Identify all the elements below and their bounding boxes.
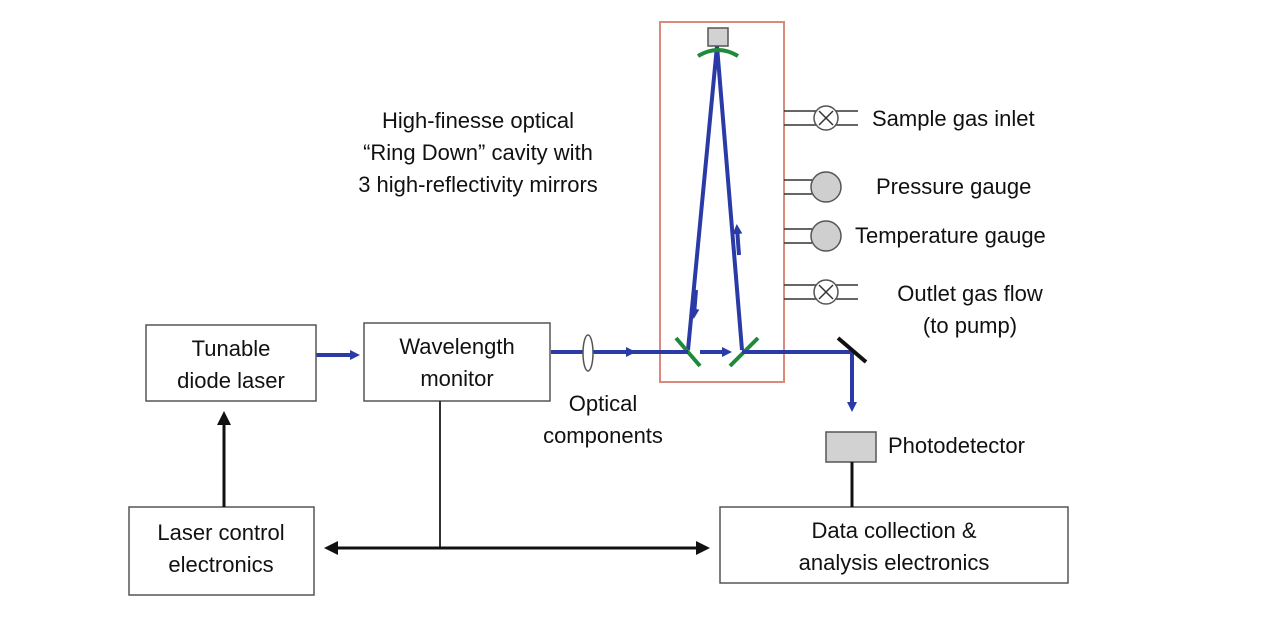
photodetector-icon	[825, 431, 877, 463]
data-collection-label-1: Data collection &	[811, 518, 976, 543]
optical-components-label-2: components	[543, 423, 663, 448]
cavity-title-line-2: “Ring Down” cavity with	[363, 140, 593, 165]
top-mirror-icon	[696, 48, 740, 58]
outlet-gas-flow-label-2: (to pump)	[923, 313, 1017, 338]
temperature-gauge-icon	[810, 220, 842, 252]
cavity-title-line-1: High-finesse optical	[382, 108, 574, 133]
laser-control-label-1: Laser control	[157, 520, 284, 545]
tunable-laser-label-1: Tunable	[192, 336, 271, 361]
fold-mirror-icon	[836, 336, 868, 364]
wavelength-monitor-box	[363, 322, 551, 402]
top-mirror-mount	[707, 27, 729, 47]
pressure-gauge-label: Pressure gauge	[876, 174, 1031, 199]
cavity-beam-up-arrow	[732, 224, 743, 256]
sample-gas-inlet-label: Sample gas inlet	[872, 106, 1035, 131]
wavelength-monitor-label-1: Wavelength	[399, 334, 514, 359]
tunable-laser-box	[145, 324, 317, 402]
data-collection-box	[719, 506, 1069, 584]
pressure-gauge-icon	[810, 171, 842, 203]
inlet-valve-x2	[818, 110, 834, 126]
photodetector-label: Photodetector	[888, 433, 1025, 458]
lens-icon	[582, 334, 594, 372]
data-collection-label-2: analysis electronics	[799, 550, 990, 575]
tunable-laser-label-2: diode laser	[177, 368, 285, 393]
cavity-title-line-3: 3 high-reflectivity mirrors	[358, 172, 598, 197]
optical-components-label-1: Optical	[569, 391, 637, 416]
laser-control-box	[128, 506, 315, 596]
ringdown-cavity-enclosure	[659, 21, 785, 383]
wavelength-monitor-label-2: monitor	[420, 366, 493, 391]
outlet-gas-flow-label-1: Outlet gas flow	[897, 281, 1043, 306]
laser-control-label-2: electronics	[168, 552, 273, 577]
outlet-valve-x2	[818, 284, 834, 300]
temperature-gauge-label: Temperature gauge	[855, 223, 1046, 248]
cavity-beam-down-arrow	[689, 289, 700, 319]
